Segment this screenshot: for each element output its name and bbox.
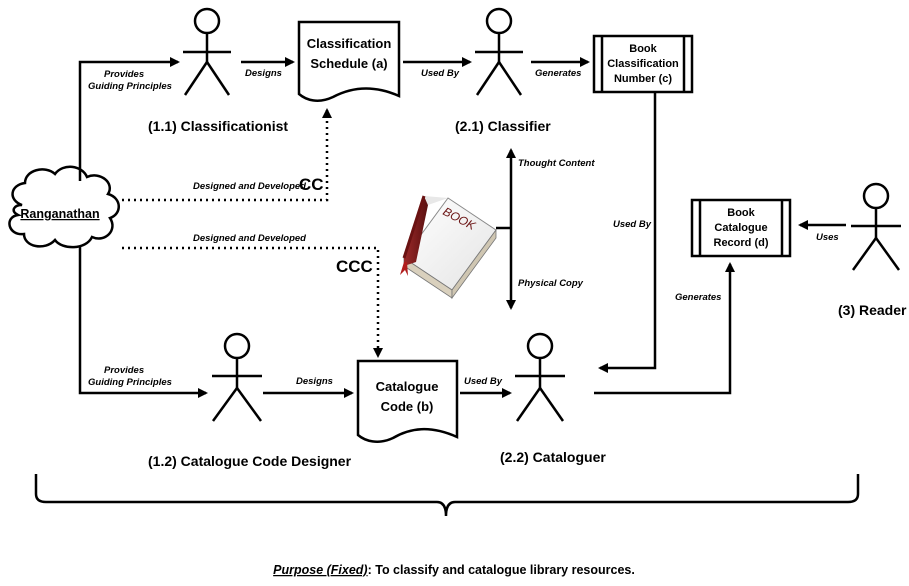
label-ccc: CCC (336, 257, 373, 276)
bcr-line3: Record (d) (714, 237, 769, 249)
schedule-line1: Classification (307, 36, 392, 51)
label-provides-2: Provides (104, 365, 144, 376)
edge-provides-1 (78, 57, 180, 181)
classificationist-label: (1.1) Classificationist (148, 118, 288, 134)
label-designed-developed-2: Designed and Developed (193, 233, 306, 244)
ranganathan-label: Ranganathan (20, 207, 99, 221)
label-thought-content: Thought Content (518, 158, 595, 169)
book-catalogue-record-box (690, 198, 792, 258)
label-used-by-2: Used By (464, 376, 503, 387)
label-generates-1: Generates (535, 68, 581, 79)
catalogue-code-line1: Catalogue (376, 379, 439, 394)
edge-used-by-3 (598, 92, 657, 373)
schedule-line2: Schedule (a) (310, 56, 387, 71)
catalogue-code-designer-actor (211, 332, 263, 422)
label-guiding-2: Guiding Principles (88, 377, 172, 388)
label-uses: Uses (816, 232, 839, 243)
reader-actor (851, 182, 901, 271)
classification-schedule-shape (297, 20, 401, 102)
purpose-text: : To classify and catalogue library reso… (368, 563, 635, 577)
cataloguer-actor (515, 332, 565, 422)
bcn-line3: Number (c) (614, 73, 672, 85)
bcr-line2: Catalogue (714, 222, 767, 234)
catalogue-code-line2: Code (b) (381, 399, 434, 414)
label-physical-copy: Physical Copy (518, 278, 584, 289)
edge-designed-developed-2 (122, 246, 383, 358)
catalogue-code-designer-label: (1.2) Catalogue Code Designer (148, 453, 352, 469)
bottom-brace (34, 474, 860, 517)
book-classification-number-box (592, 34, 694, 94)
book-illustration: BOOK (400, 195, 497, 300)
edge-provides-2 (78, 246, 208, 398)
label-cc: CC (299, 175, 324, 194)
bcn-line2: Classification (607, 58, 679, 70)
label-used-by-3: Used By (613, 219, 652, 230)
bcr-line1: Book (727, 207, 755, 219)
purpose-footer: Purpose (Fixed): To classify and catalog… (273, 563, 635, 577)
classifier-actor (475, 7, 523, 96)
purpose-label: Purpose (Fixed) (273, 563, 367, 577)
reader-label: (3) Reader (838, 302, 907, 318)
cataloguer-label: (2.2) Cataloguer (500, 449, 606, 465)
label-guiding-1: Guiding Principles (88, 81, 172, 92)
bcn-line1: Book (629, 43, 657, 55)
ranganathan-cloud (8, 165, 120, 249)
label-designed-developed-1: Designed and Developed (193, 181, 306, 192)
label-generates-2: Generates (675, 292, 721, 303)
label-designs-1: Designs (245, 68, 282, 79)
edge-designed-developed-1 (122, 108, 332, 202)
classifier-label: (2.1) Classifier (455, 118, 551, 134)
dotted-connectors (122, 108, 383, 358)
label-used-by-1: Used By (421, 68, 460, 79)
connectors (78, 57, 846, 398)
classificationist-actor (183, 7, 231, 96)
label-designs-2: Designs (296, 376, 333, 387)
edge-generates-2 (594, 262, 735, 395)
label-provides-1: Provides (104, 69, 144, 80)
catalogue-code-shape (356, 359, 459, 443)
